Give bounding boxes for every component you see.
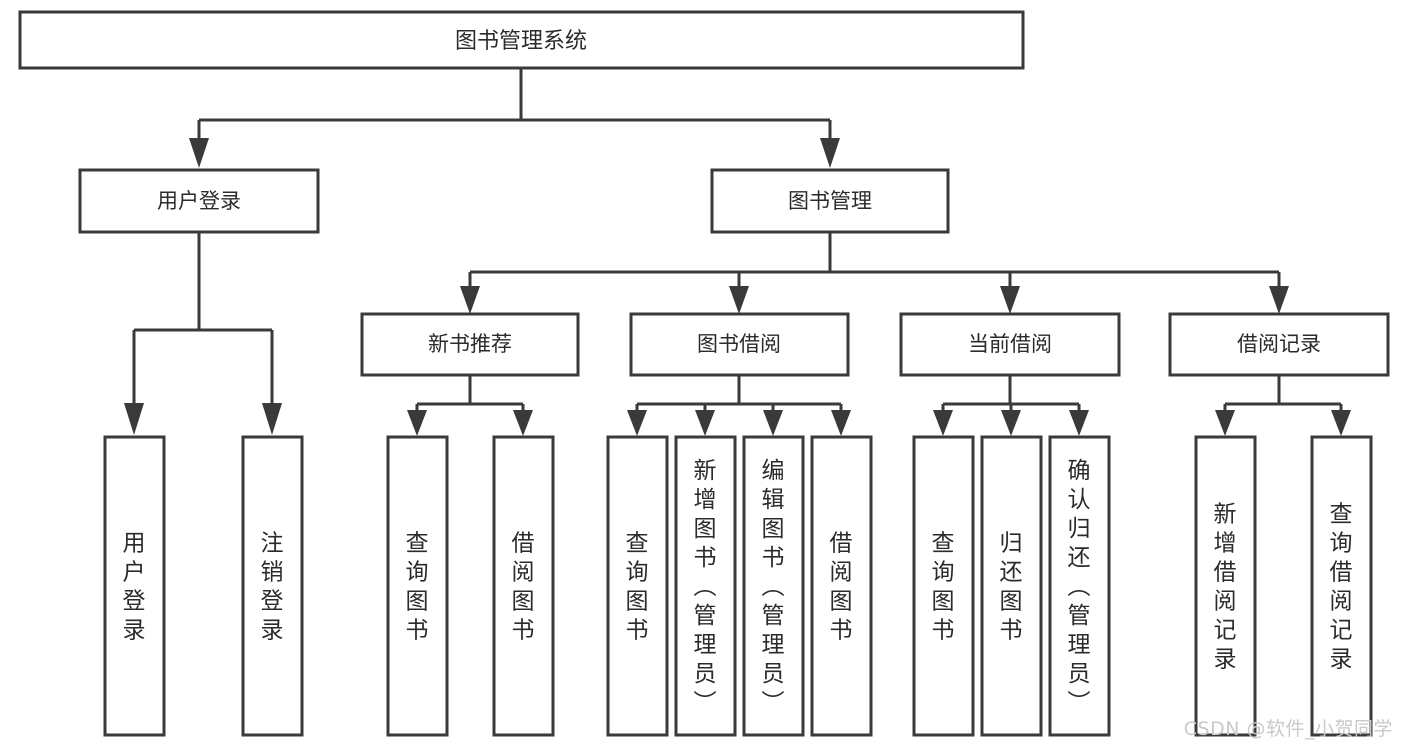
leaf-book-borrow-borrow-box[interactable] bbox=[810, 435, 873, 737]
leaf-borrow-record-add[interactable]: 新增借阅记录 bbox=[1194, 435, 1257, 737]
leaf-new-book-borrow[interactable]: 借阅图书 bbox=[492, 435, 555, 737]
leaf-book-borrow-query-label: 查询图书 bbox=[626, 531, 649, 644]
leaf-current-borrow-confirm-label: 确认归还︵管理员︶ bbox=[1068, 458, 1091, 716]
leaf-borrow-record-query-box[interactable] bbox=[1310, 435, 1373, 737]
arrow-head-leaf-user-login bbox=[124, 403, 144, 435]
arrow-head-br-leaf-2 bbox=[1331, 410, 1351, 436]
leaf-user-login-logout-box[interactable] bbox=[241, 435, 304, 737]
node-new-book-recommend-box[interactable] bbox=[360, 312, 580, 377]
arrow-head-cb-leaf-3 bbox=[1069, 410, 1089, 436]
leaf-user-login-logout[interactable]: 注销登录 bbox=[241, 435, 304, 737]
leaf-current-borrow-confirm[interactable]: 确认归还︵管理员︶ bbox=[1048, 435, 1111, 737]
leaf-book-borrow-edit-box[interactable] bbox=[742, 435, 805, 737]
leaf-borrow-record-query-label: 查询借阅记录 bbox=[1330, 502, 1353, 673]
leaf-book-borrow-edit-label: 编辑图书︵管理员︶ bbox=[762, 458, 785, 716]
node-borrow-record-box[interactable] bbox=[1168, 312, 1390, 377]
arrow-head-new-book bbox=[460, 286, 480, 314]
leaf-new-book-query[interactable]: 查询图书 bbox=[386, 435, 449, 737]
node-book-manage-label: 图书管理 bbox=[788, 189, 872, 213]
node-book-borrow[interactable]: 图书借阅 bbox=[629, 312, 850, 377]
node-book-manage-box[interactable] bbox=[710, 168, 950, 234]
node-current-borrow-box[interactable] bbox=[899, 312, 1121, 377]
node-user-login[interactable]: 用户登录 bbox=[78, 168, 320, 234]
leaf-book-borrow-query[interactable]: 查询图书 bbox=[606, 435, 669, 737]
node-root-label: 图书管理系统 bbox=[455, 29, 587, 54]
arrow-head-user-login bbox=[189, 138, 209, 168]
node-current-borrow-label: 当前借阅 bbox=[968, 332, 1052, 356]
node-current-borrow[interactable]: 当前借阅 bbox=[899, 312, 1121, 377]
node-new-book-recommend-label: 新书推荐 bbox=[428, 332, 512, 356]
leaf-user-login-login[interactable]: 用户登录 bbox=[103, 435, 166, 737]
node-root[interactable]: 图书管理系统 bbox=[18, 10, 1025, 70]
arrow-head-bb-leaf-1 bbox=[627, 410, 647, 436]
node-borrow-record[interactable]: 借阅记录 bbox=[1168, 312, 1390, 377]
leaf-current-borrow-query-box[interactable] bbox=[912, 435, 975, 737]
arrow-head-current-borrow bbox=[1000, 286, 1020, 314]
node-user-login-label: 用户登录 bbox=[157, 189, 241, 213]
leaf-borrow-record-query[interactable]: 查询借阅记录 bbox=[1310, 435, 1373, 737]
arrow-head-bb-leaf-2 bbox=[695, 410, 715, 436]
leaf-user-login-login-box[interactable] bbox=[103, 435, 166, 737]
arrow-head-newbook-leaf-1 bbox=[407, 410, 427, 436]
leaf-book-borrow-borrow-label: 借阅图书 bbox=[830, 531, 853, 644]
node-new-book-recommend[interactable]: 新书推荐 bbox=[360, 312, 580, 377]
leaf-book-borrow-add-box[interactable] bbox=[674, 435, 737, 737]
arrow-head-newbook-leaf-2 bbox=[513, 410, 533, 436]
leaf-current-borrow-return-box[interactable] bbox=[980, 435, 1043, 737]
leaf-new-book-query-label: 查询图书 bbox=[406, 531, 429, 644]
leaf-borrow-record-add-label: 新增借阅记录 bbox=[1214, 502, 1237, 673]
node-user-login-box[interactable] bbox=[78, 168, 320, 234]
leaf-book-borrow-borrow[interactable]: 借阅图书 bbox=[810, 435, 873, 737]
arrow-head-br-leaf-1 bbox=[1215, 410, 1235, 436]
arrow-head-book-borrow bbox=[729, 286, 749, 314]
arrow-head-book-manage bbox=[820, 138, 840, 168]
leaf-book-borrow-add-label: 新增图书︵管理员︶ bbox=[694, 458, 717, 716]
arrow-head-leaf-logout bbox=[262, 403, 282, 435]
leaf-book-borrow-add[interactable]: 新增图书︵管理员︶ bbox=[674, 435, 737, 737]
arrow-head-cb-leaf-2 bbox=[1001, 410, 1021, 436]
leaf-user-login-logout-label: 注销登录 bbox=[261, 531, 284, 644]
leaf-book-borrow-edit[interactable]: 编辑图书︵管理员︶ bbox=[742, 435, 805, 737]
node-book-manage[interactable]: 图书管理 bbox=[710, 168, 950, 234]
leaf-current-borrow-return[interactable]: 归还图书 bbox=[980, 435, 1043, 737]
arrow-head-bb-leaf-3 bbox=[763, 410, 783, 436]
node-book-borrow-label: 图书借阅 bbox=[697, 332, 781, 356]
connector-group bbox=[124, 68, 1351, 436]
node-root-box[interactable] bbox=[18, 10, 1025, 70]
leaf-user-login-login-label: 用户登录 bbox=[123, 531, 146, 644]
leaf-new-book-query-box[interactable] bbox=[386, 435, 449, 737]
leaf-current-borrow-confirm-box[interactable] bbox=[1048, 435, 1111, 737]
leaf-current-borrow-query-label: 查询图书 bbox=[932, 531, 955, 644]
arrow-head-bb-leaf-4 bbox=[831, 410, 851, 436]
leaf-current-borrow-return-label: 归还图书 bbox=[1000, 531, 1023, 644]
arrow-head-cb-leaf-1 bbox=[933, 410, 953, 436]
node-book-borrow-box[interactable] bbox=[629, 312, 850, 377]
leaf-book-borrow-query-box[interactable] bbox=[606, 435, 669, 737]
leaf-new-book-borrow-label: 借阅图书 bbox=[512, 531, 535, 644]
leaf-new-book-borrow-box[interactable] bbox=[492, 435, 555, 737]
node-borrow-record-label: 借阅记录 bbox=[1237, 332, 1321, 356]
leaf-current-borrow-query[interactable]: 查询图书 bbox=[912, 435, 975, 737]
arrow-head-borrow-record bbox=[1269, 286, 1289, 314]
leaf-borrow-record-add-box[interactable] bbox=[1194, 435, 1257, 737]
